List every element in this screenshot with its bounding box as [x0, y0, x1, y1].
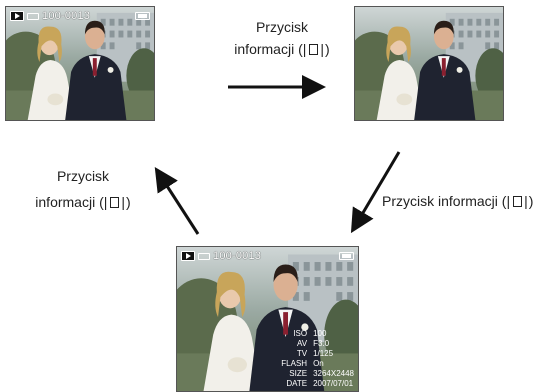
screen-top-left: 100-0013	[5, 6, 155, 121]
caption-right: Przycisk informacji (||)	[382, 190, 551, 212]
info-key: TV	[296, 349, 308, 358]
file-number: 100-0013	[213, 250, 262, 262]
caption-close: )	[528, 193, 534, 209]
osd-bar: 100-0013	[10, 10, 150, 22]
info-value: 2007/07/01	[313, 379, 354, 388]
info-key: SIZE	[289, 369, 308, 378]
caption-left: Przycisk informacji (||)	[18, 163, 148, 215]
battery-icon	[339, 252, 354, 260]
info-value: F3.0	[313, 339, 330, 348]
caption-close: )	[126, 194, 131, 210]
caption-text: informacji (	[35, 194, 104, 210]
info-value: 100	[313, 329, 327, 338]
info-value: On	[313, 359, 324, 368]
info-key: DATE	[286, 379, 308, 388]
memory-card-icon	[198, 252, 210, 260]
arrow-up-left	[154, 166, 200, 235]
play-icon	[10, 11, 24, 21]
info-key: AV	[296, 339, 308, 348]
caption-text: informacji (	[234, 41, 303, 57]
play-icon	[181, 251, 195, 261]
caption-top-line2: informacji (||)	[222, 38, 342, 60]
file-number: 100-0013	[42, 10, 91, 22]
battery-icon	[135, 12, 150, 20]
info-button-icon: ||	[302, 41, 326, 57]
info-button-icon: ||	[103, 194, 127, 210]
caption-top: Przycisk informacji (||)	[222, 16, 342, 60]
screen-top-right	[354, 6, 504, 121]
caption-left-line2: informacji (||)	[18, 189, 148, 215]
info-value: 3264X2448	[313, 369, 354, 378]
info-value: 1/125	[313, 349, 334, 358]
caption-close: )	[325, 41, 330, 57]
osd-bar: 100-0013	[181, 250, 354, 262]
memory-card-icon	[27, 12, 39, 20]
wedding-photo	[6, 7, 154, 120]
info-key: ISO	[293, 329, 308, 338]
caption-left-line1: Przycisk	[56, 168, 110, 184]
caption-top-line1: Przycisk	[255, 19, 309, 35]
caption-right-text: Przycisk informacji (	[382, 193, 507, 209]
info-key: FLASH	[281, 359, 308, 368]
info-button-icon: ||	[506, 193, 529, 209]
wedding-photo	[355, 7, 503, 120]
